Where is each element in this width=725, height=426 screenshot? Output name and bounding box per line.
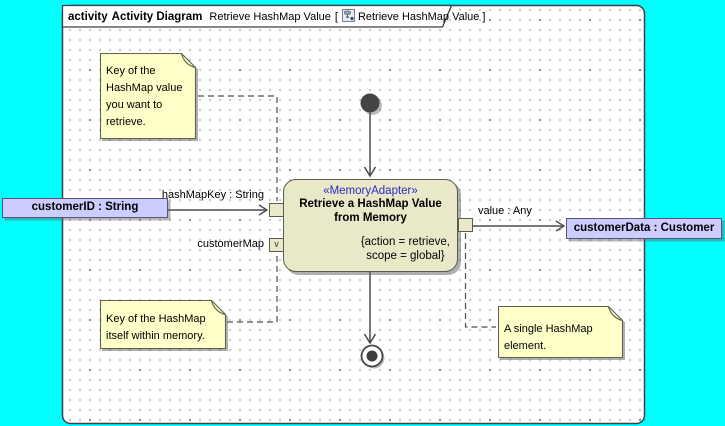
value-pin-customermap[interactable]: ∨ bbox=[269, 238, 284, 252]
initial-node[interactable] bbox=[360, 93, 383, 116]
edge-customerid-to-pin[interactable] bbox=[168, 204, 269, 216]
note-key-of-value[interactable]: Key of the HashMap value you want to ret… bbox=[100, 53, 196, 139]
value-pin-chevron-icon: ∨ bbox=[273, 239, 280, 250]
action-retrieve-hashmap-value[interactable]: «MemoryAdapter» Retrieve a HashMap Value… bbox=[283, 179, 458, 272]
diagram-ref-name: Retrieve HashMap Value bbox=[357, 11, 480, 23]
parameter-node-customerdata[interactable]: customerData : Customer bbox=[566, 218, 722, 239]
pin-label-value[interactable]: value : Any bbox=[478, 205, 532, 217]
input-pin-hashmapkey[interactable] bbox=[269, 203, 284, 217]
frame-header: activity Activity Diagram Retrieve HashM… bbox=[68, 9, 485, 25]
bracket-open: [ bbox=[334, 11, 338, 23]
note-single-element[interactable]: A single HashMap element. bbox=[498, 306, 623, 358]
note-text: Key of the HashMap value you want to ret… bbox=[106, 65, 183, 128]
edge-action-to-final[interactable] bbox=[363, 272, 377, 345]
action-stereotype: «MemoryAdapter» bbox=[323, 185, 418, 197]
anchor-note-single-element[interactable] bbox=[464, 233, 497, 328]
diagram-kind-label: activity bbox=[68, 11, 108, 23]
pin-label-customermap[interactable]: customerMap bbox=[197, 238, 264, 250]
note-text: Key of the HashMap itself within memory. bbox=[106, 313, 206, 342]
note-text: A single HashMap element. bbox=[504, 323, 593, 352]
output-pin-value[interactable] bbox=[458, 218, 473, 232]
edge-pin-to-customerdata[interactable] bbox=[473, 220, 566, 232]
parameter-node-customerid[interactable]: customerID : String bbox=[2, 198, 168, 218]
note-shape bbox=[498, 306, 623, 358]
edge-initial-to-action[interactable] bbox=[363, 112, 377, 178]
anchor-note-key-of-map[interactable] bbox=[227, 254, 278, 323]
action-constraint: {action = retrieve, scope = global} bbox=[360, 236, 450, 262]
anchor-note-key-of-value[interactable] bbox=[198, 95, 278, 201]
diagram-name: Retrieve HashMap Value bbox=[209, 11, 331, 23]
note-shape bbox=[100, 300, 226, 349]
note-shape bbox=[100, 53, 196, 139]
final-node[interactable] bbox=[360, 344, 385, 369]
note-key-of-map[interactable]: Key of the HashMap itself within memory. bbox=[100, 300, 226, 349]
pin-label-hashmapkey[interactable]: hashMapKey : String bbox=[161, 189, 264, 201]
bracket-close: ] bbox=[482, 11, 486, 23]
diagram-type-label: Activity Diagram bbox=[111, 11, 203, 23]
action-name: Retrieve a HashMap Value from Memory bbox=[299, 198, 442, 224]
activity-diagram-icon bbox=[341, 9, 355, 25]
